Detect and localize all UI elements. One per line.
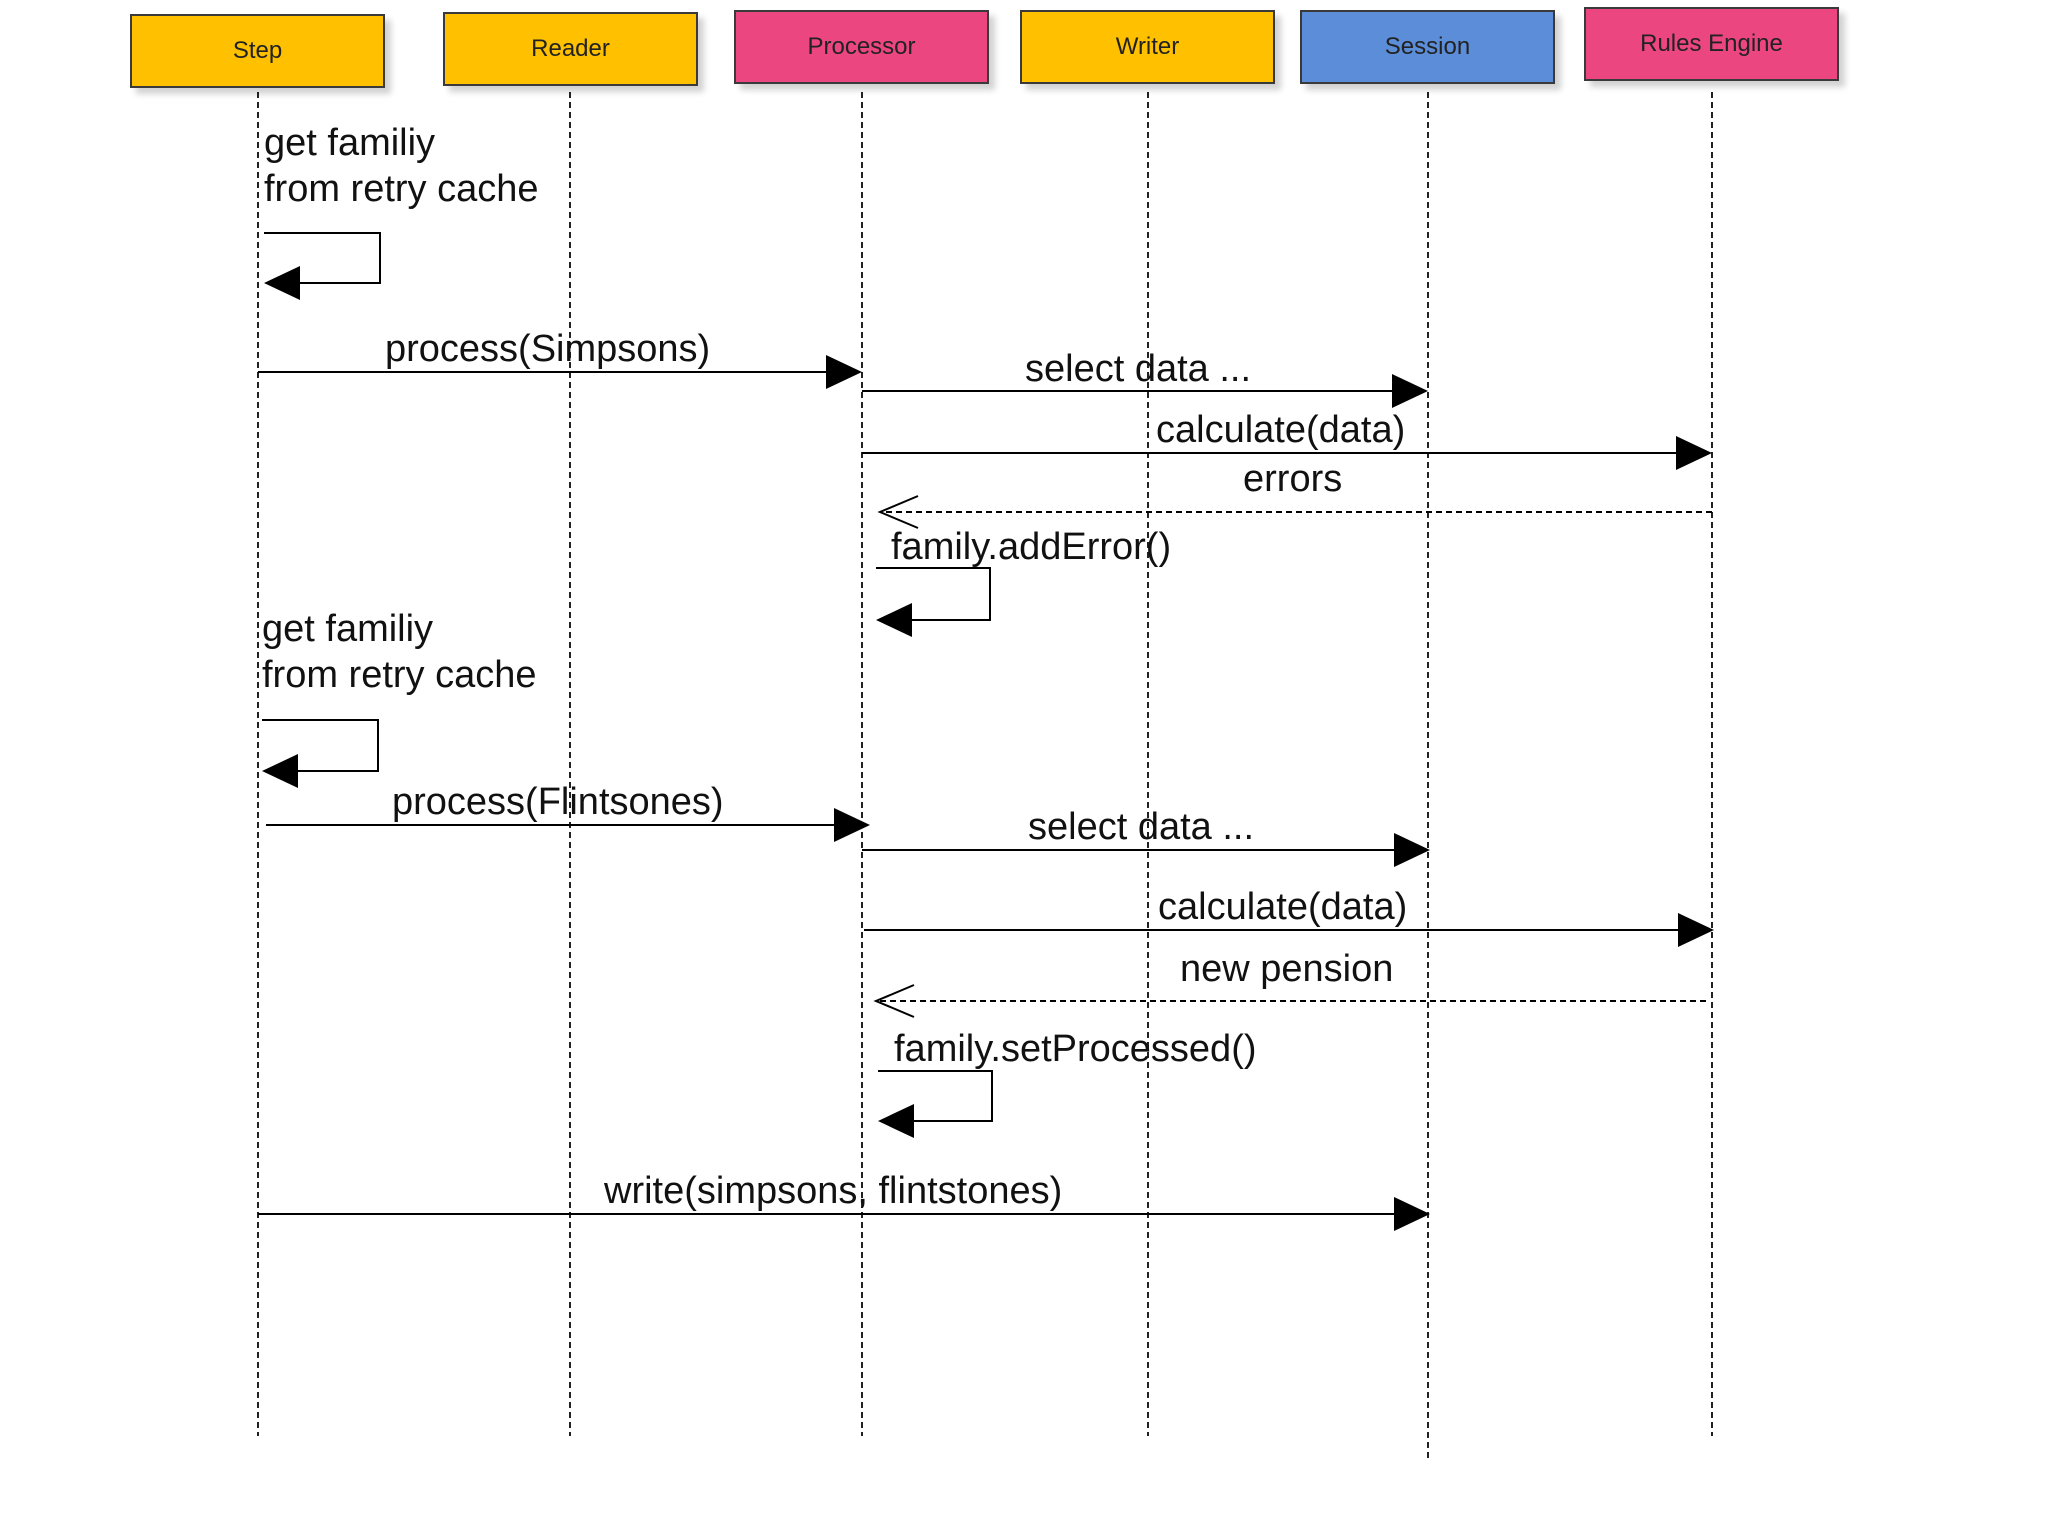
message-13: [258, 1197, 1430, 1231]
arrowhead-icon: [834, 808, 870, 842]
arrowhead-icon: [1392, 374, 1428, 408]
message-label: write(simpsons, flintstones): [604, 1170, 1063, 1212]
arrowhead-icon: [264, 266, 300, 300]
arrowhead-icon: [1678, 913, 1714, 947]
message-label: family.setProcessed(): [894, 1028, 1257, 1070]
message-label: family.addError(): [891, 526, 1172, 568]
actor-label: Writer: [1115, 33, 1180, 60]
arrowhead-icon: [878, 1104, 914, 1138]
arrowhead-icon: [1676, 436, 1712, 470]
message-7: [262, 719, 379, 788]
message-label: calculate(data): [1158, 886, 1408, 928]
self-call-loop: [262, 719, 379, 772]
message-label: new pension: [1180, 948, 1394, 990]
actor-writer: Writer: [1020, 10, 1275, 84]
message-12: [878, 1070, 993, 1138]
actor-label: Reader: [531, 35, 610, 62]
arrowhead-icon: [826, 355, 862, 389]
open-arrowhead-icon: [873, 984, 915, 1018]
self-call-loop: [878, 1070, 993, 1122]
arrowhead-icon: [262, 754, 298, 788]
actor-step: Step: [130, 14, 385, 88]
arrowhead-icon: [1394, 1197, 1430, 1231]
message-label: process(Flintsones): [392, 781, 724, 823]
actor-reader: Reader: [443, 12, 698, 86]
open-arrowhead-icon: [877, 495, 919, 529]
arrowhead-icon: [1394, 833, 1430, 867]
message-10: [864, 913, 1714, 947]
actor-session: Session: [1300, 10, 1555, 84]
actor-label: Rules Engine: [1640, 30, 1783, 57]
message-3: [862, 374, 1428, 408]
message-11: [873, 984, 1706, 1018]
message-label: get familiy from retry cache: [262, 608, 537, 696]
message-6: [876, 567, 991, 637]
message-label: errors: [1243, 458, 1343, 500]
message-5: [877, 495, 1712, 529]
actor-label: Session: [1384, 33, 1471, 60]
actor-rules-engine: Rules Engine: [1584, 7, 1839, 81]
actor-label: Processor: [807, 33, 916, 60]
message-label: get familiy from retry cache: [264, 122, 539, 210]
message-8: [266, 808, 870, 842]
message-label: select data ...: [1028, 806, 1255, 848]
actor-processor: Processor: [734, 10, 989, 84]
self-call-loop: [876, 567, 991, 621]
message-label: calculate(data): [1156, 409, 1406, 451]
arrowhead-icon: [876, 603, 912, 637]
message-1: [264, 232, 381, 300]
message-label: select data ...: [1025, 348, 1252, 390]
self-call-loop: [264, 232, 381, 284]
message-9: [862, 833, 1430, 867]
message-4: [862, 436, 1712, 470]
actor-label: Step: [232, 37, 283, 64]
message-2: [258, 355, 862, 389]
message-label: process(Simpsons): [385, 328, 711, 370]
